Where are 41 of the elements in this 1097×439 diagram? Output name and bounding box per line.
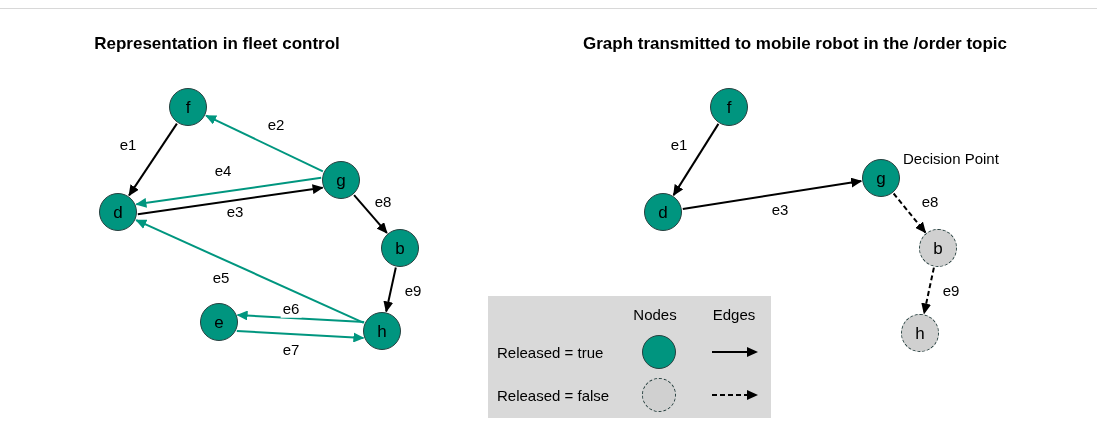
panel-heading: Representation in fleet control [94, 34, 340, 54]
node-letter: g [876, 169, 886, 187]
arrow [681, 177, 863, 210]
arrow [236, 310, 366, 323]
node-letter: f [726, 98, 732, 116]
arrow [135, 176, 323, 208]
node-letter: b [395, 239, 405, 257]
panel-heading: Graph transmitted to mobile robot in the /order topic [582, 34, 1008, 54]
graph-node [862, 159, 900, 197]
node-annotation: Decision Point [903, 150, 999, 167]
legend-text: Released = true [497, 343, 604, 361]
node-letter: d [658, 203, 668, 221]
graph-node [363, 312, 401, 350]
legend-column-heading: Nodes [633, 306, 677, 323]
arrow [672, 122, 720, 197]
node-letter: h [377, 322, 387, 340]
node-letter: d [113, 203, 123, 221]
node-letter: b [933, 239, 943, 257]
legend-text: Released = false [497, 386, 610, 404]
node-letter: f [185, 98, 191, 116]
node-letter: g [336, 171, 346, 189]
graph-node [644, 193, 682, 231]
arrow [205, 114, 324, 173]
arrow [128, 122, 178, 197]
arrow [892, 192, 927, 234]
arrow [353, 194, 388, 234]
node-letter: e [214, 313, 224, 331]
graph-node [169, 88, 207, 126]
graph-node [901, 314, 939, 352]
graph-node [919, 229, 957, 267]
arrow [921, 266, 935, 315]
node-letter: h [915, 324, 925, 342]
arrow [383, 266, 397, 313]
graph-node [381, 229, 419, 267]
graph-node [99, 193, 137, 231]
graph-node [322, 161, 360, 199]
arrow [235, 330, 365, 343]
graph-node [200, 303, 238, 341]
graph-node [710, 88, 748, 126]
legend-column-heading: Edges [712, 306, 756, 323]
arrow [136, 184, 324, 216]
